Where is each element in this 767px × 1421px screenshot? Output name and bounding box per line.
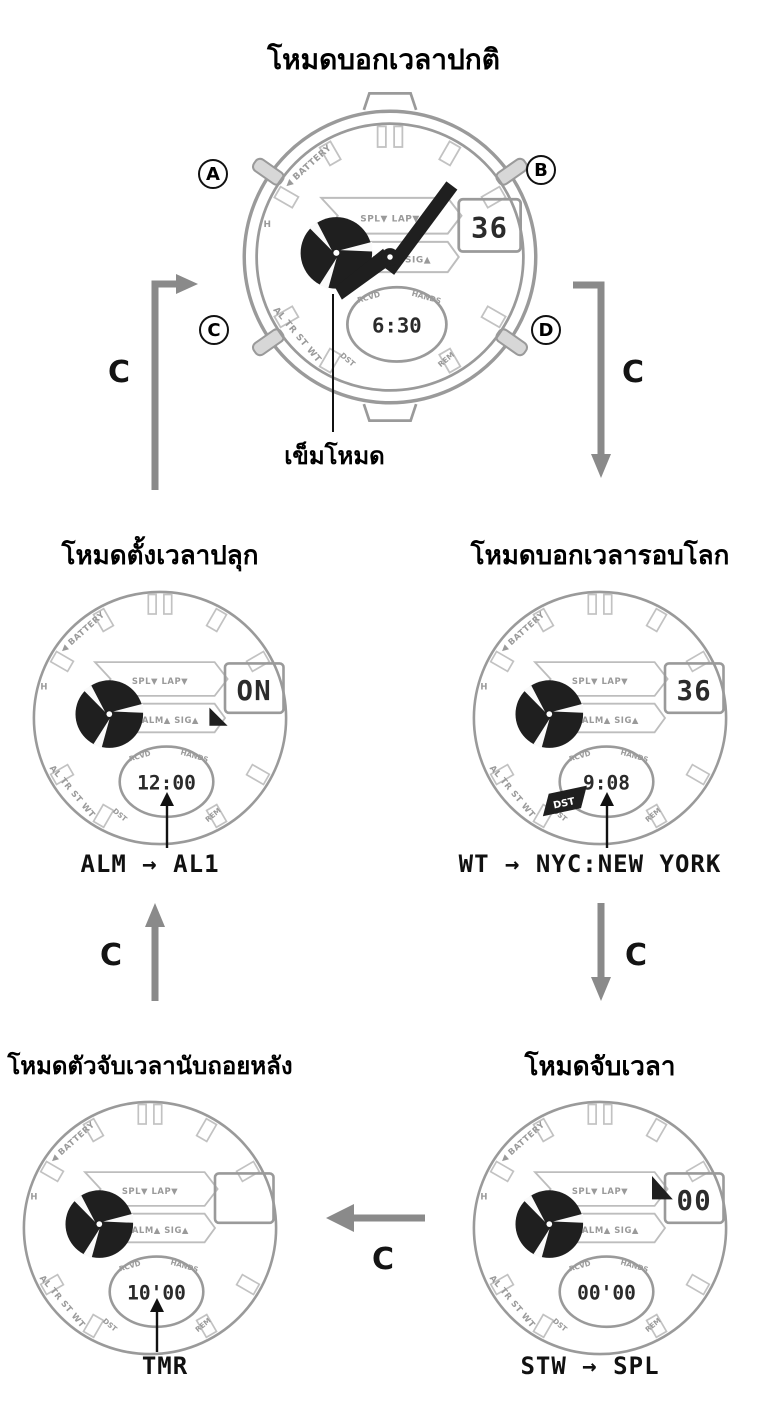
spl-mark <box>652 1176 673 1200</box>
mode-title-timekeeping: โหมดบอกเวลาปกติ <box>267 43 500 76</box>
c-label-right: C <box>622 355 645 390</box>
mode-title-timer: โหมดตัวจับเวลานับถอยหลัง <box>7 1052 293 1080</box>
lcd-top-value: 36 <box>677 676 712 707</box>
lcd-top-value: 36 <box>471 211 509 245</box>
c-label-alarm-up: C <box>100 938 123 973</box>
arrow-c-timer-to-alarm <box>145 903 165 1001</box>
watch-timekeeping: 36 6:30 <box>242 92 538 422</box>
arrow-c-alarm-to-timekeeping <box>151 274 198 490</box>
lcd-sub-value: 10'00 <box>127 1282 186 1305</box>
caption-stopwatch: STW → SPL <box>520 1352 660 1380</box>
button-b-label: B <box>526 155 556 185</box>
button-c-label: C <box>199 315 229 345</box>
lcd-top-value: ON <box>237 676 272 707</box>
mode-title-alarm: โหมดตั้งเวลาปลุก <box>61 541 259 571</box>
c-label-left: C <box>108 355 131 390</box>
pointer-alarm-subdial <box>160 792 174 848</box>
bottom-lug <box>362 403 418 422</box>
c-label-middle: C <box>372 1242 395 1277</box>
button-d-label: D <box>531 315 561 345</box>
watch-alarm: ON 12:00 <box>32 590 288 846</box>
lcd-top-value: 00 <box>677 1186 712 1217</box>
button-a-label: A <box>198 159 228 189</box>
minute-hand <box>383 181 458 275</box>
pointer-timer-subdial <box>150 1298 164 1352</box>
lcd-sub-value: 12:00 <box>137 772 196 795</box>
watch-world-time: 36 9:08 DST <box>472 590 728 846</box>
lcd-sub-value: 9:08 <box>583 772 630 795</box>
hour-hand <box>335 248 392 300</box>
lcd-sub-value: 6:30 <box>372 314 422 338</box>
watch-stopwatch: 00 00'00 <box>472 1100 728 1356</box>
caption-timer: TMR <box>141 1352 189 1380</box>
mode-title-world-time: โหมดบอกเวลารอบโลก <box>470 541 730 571</box>
caption-alarm: ALM → AL1 <box>80 850 220 878</box>
c-label-world-down: C <box>625 938 648 973</box>
svg-text:DST: DST <box>552 796 576 811</box>
mode-title-stopwatch: โหมดจับเวลา <box>524 1052 676 1082</box>
dst-flag: DST <box>542 785 587 817</box>
lcd-sub-value: 00'00 <box>577 1282 636 1305</box>
caption-world-time: WT → NYC:NEW YORK <box>458 850 722 878</box>
arrow-c-stopwatch-to-timer <box>326 1204 425 1232</box>
watch-timer: 10'00 <box>22 1100 278 1356</box>
arrow-c-worldtime-to-stopwatch <box>591 903 611 1001</box>
alarm-on-mark <box>209 707 228 726</box>
mode-hand-callout-line <box>332 294 334 432</box>
pointer-worldtime-subdial <box>600 792 614 848</box>
arrow-c-timekeeping-to-worldtime <box>573 281 611 478</box>
top-lug <box>362 92 418 111</box>
mode-hand-label: เข็มโหมด <box>284 442 385 470</box>
